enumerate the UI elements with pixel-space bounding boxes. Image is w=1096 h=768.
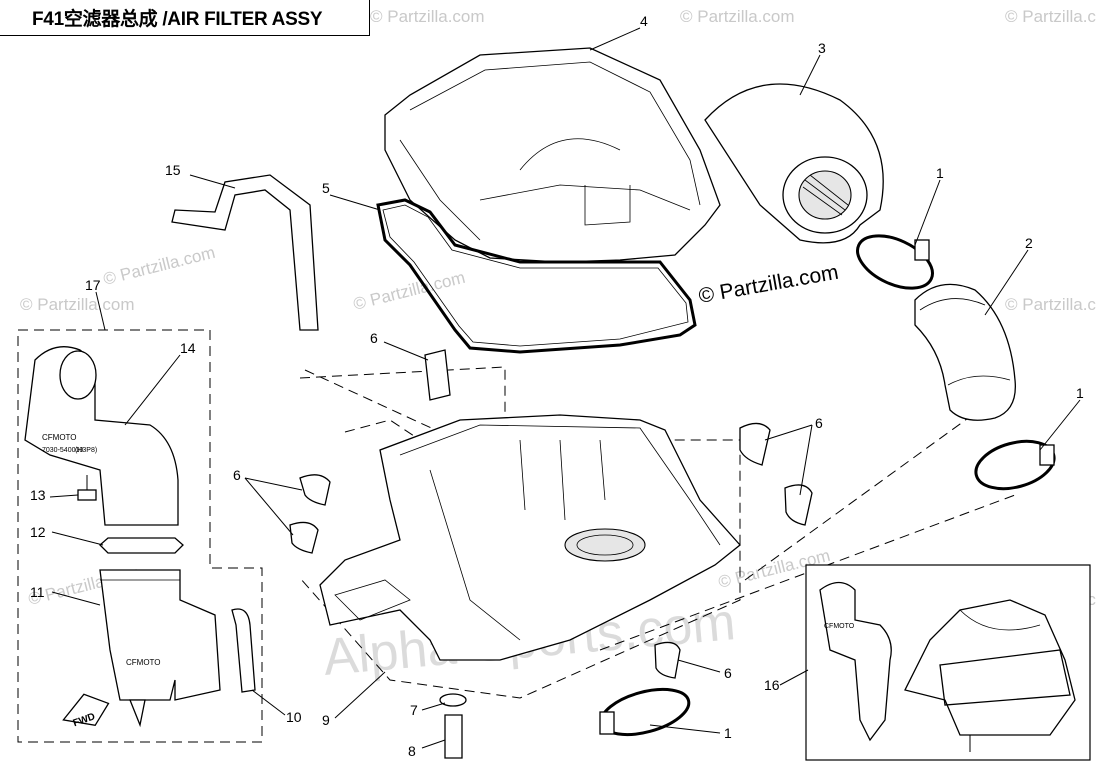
retaining-clip-top xyxy=(424,349,451,401)
air-box-cover xyxy=(384,47,721,263)
callout-5: 5 xyxy=(322,180,330,196)
retaining-clip-left xyxy=(289,474,331,554)
watermark-text: © Partzilla.com xyxy=(1005,295,1096,314)
callout-1: 1 xyxy=(1076,385,1084,401)
bolt xyxy=(77,475,97,501)
hose-clamp-upper xyxy=(856,234,934,290)
callout-6: 6 xyxy=(370,330,378,346)
hose-clamp-right xyxy=(974,439,1056,491)
callout-2: 2 xyxy=(1025,235,1033,251)
watermark-text: © Partzilla.com xyxy=(101,243,217,289)
brand-label: CFMOTO xyxy=(824,623,855,630)
callout-16: 16 xyxy=(764,677,780,693)
duct-gasket xyxy=(99,537,184,554)
leader-lines xyxy=(49,27,1081,749)
callout-14: 14 xyxy=(180,340,196,356)
callout-1: 1 xyxy=(724,725,732,741)
dashed-boundaries xyxy=(17,329,1016,743)
callout-10: 10 xyxy=(286,709,302,725)
callout-8: 8 xyxy=(408,743,416,759)
callout-7: 7 xyxy=(410,702,418,718)
intake-elbow xyxy=(914,283,1016,421)
brand-label: CFMOTO xyxy=(42,433,77,442)
intake-duct: CFMOTO 7030-540010 (H3P8) xyxy=(24,346,179,526)
part-code: 7030-540010 xyxy=(42,447,83,454)
callout-6: 6 xyxy=(815,415,823,431)
callout-numbers: 4 3 1 2 1 5 15 6 6 6 6 1 7 8 9 10 11 12 … xyxy=(30,13,1084,759)
callout-6: 6 xyxy=(724,665,732,681)
partzilla-logo: © Partzilla.com xyxy=(697,261,840,308)
watermark-text: © Partzilla.com xyxy=(351,268,467,314)
filter-element xyxy=(704,83,884,244)
callout-12: 12 xyxy=(30,524,46,540)
diagram-title: F41空滤器总成 /AIR FILTER ASSY xyxy=(0,0,370,36)
drain-clamp xyxy=(439,693,467,707)
watermark-text: © Partzilla.com xyxy=(20,295,135,314)
callout-17: 17 xyxy=(85,277,101,293)
callout-9: 9 xyxy=(322,712,330,728)
brand-label: CFMOTO xyxy=(126,658,161,667)
callout-6: 6 xyxy=(233,467,241,483)
callout-11: 11 xyxy=(30,584,45,600)
watermark-text: © Partzilla.com xyxy=(680,7,795,26)
forward-arrow: FWD xyxy=(62,693,110,729)
drain-tube xyxy=(444,714,463,759)
callout-15: 15 xyxy=(165,162,181,178)
watermark-text: © Partzilla.com xyxy=(1005,7,1096,26)
watermark-text: © Partzilla.com xyxy=(370,7,485,26)
lower-duct: CFMOTO xyxy=(99,569,221,728)
callout-1: 1 xyxy=(936,165,944,181)
connector-strap xyxy=(231,608,256,693)
cover-gasket xyxy=(376,198,697,354)
callout-4: 4 xyxy=(640,13,648,29)
air-box-body xyxy=(319,414,741,661)
part-code-suffix: (H3P8) xyxy=(75,447,97,454)
callout-13: 13 xyxy=(30,487,46,503)
retaining-clip-bottom xyxy=(654,641,681,679)
callout-3: 3 xyxy=(818,40,826,56)
retaining-clip-right xyxy=(739,422,813,526)
breather-hose xyxy=(171,174,319,331)
assembly-inset: CFMOTO xyxy=(805,564,1091,761)
hose-clamp-bottom xyxy=(599,687,691,737)
